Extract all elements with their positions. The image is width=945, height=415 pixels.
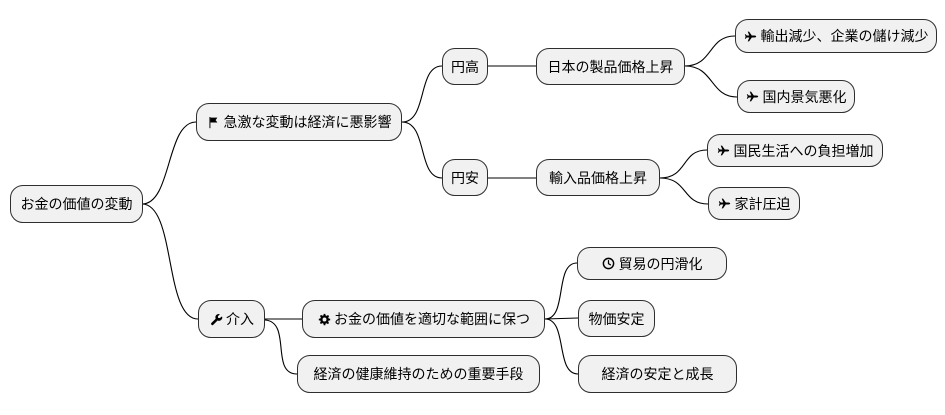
gear-icon bbox=[317, 312, 331, 326]
edge-root-impact bbox=[141, 121, 197, 205]
node-import-price: 輸入品価格上昇 bbox=[536, 159, 660, 196]
node-root: お金の価値の変動 bbox=[10, 185, 143, 223]
node-label: 急激な変動は経済に悪影響 bbox=[223, 115, 392, 131]
node-intervention: 介入 bbox=[198, 300, 265, 338]
flag-icon bbox=[207, 115, 221, 129]
node-label: 貿易の円滑化 bbox=[618, 256, 703, 273]
node-label: 円安 bbox=[451, 170, 479, 187]
node-domestic-recession: 国内景気悪化 bbox=[737, 80, 855, 113]
node-label: お金の価値を適切な範囲に保つ bbox=[334, 312, 530, 328]
node-label: 輸出減少、企業の儲け減少 bbox=[760, 29, 929, 45]
plane-icon bbox=[718, 197, 732, 211]
node-yen-high: 円高 bbox=[442, 48, 488, 85]
node-rapid-change-impact: 急激な変動は経済に悪影響 bbox=[196, 103, 402, 141]
node-trade-facilitation: 貿易の円滑化 bbox=[577, 247, 727, 280]
plane-icon bbox=[744, 29, 758, 43]
node-export-decline: 輸出減少、企業の儲け減少 bbox=[735, 19, 937, 53]
node-household-squeeze: 家計圧迫 bbox=[708, 187, 800, 220]
node-important-means: 経済の健康維持のための重要手段 bbox=[297, 355, 540, 393]
node-yen-low: 円安 bbox=[442, 159, 488, 196]
edge-importprice-burden bbox=[659, 149, 708, 179]
node-label: 日本の製品価格上昇 bbox=[547, 59, 674, 76]
edge-impact-yenlow bbox=[401, 121, 443, 179]
edge-japanprice-recession bbox=[684, 65, 738, 98]
node-label: 物価安定 bbox=[588, 311, 645, 328]
node-label: 国内景気悪化 bbox=[762, 89, 847, 106]
node-label: 経済の安定と成長 bbox=[601, 367, 714, 383]
node-label: 円高 bbox=[451, 59, 479, 76]
node-japan-product-price: 日本の製品価格上昇 bbox=[536, 48, 685, 85]
node-burden-increase: 国民生活への負担増加 bbox=[707, 134, 883, 167]
plane-icon bbox=[746, 90, 760, 104]
edge-japanprice-export bbox=[684, 35, 736, 67]
edge-root-intervention bbox=[141, 203, 199, 320]
node-price-stability: 物価安定 bbox=[578, 300, 655, 337]
node-keep-value-range: お金の価値を適切な範囲に保つ bbox=[302, 300, 545, 338]
node-label: 経済の健康維持のための重要手段 bbox=[313, 367, 524, 383]
node-label: 国民生活への負担増加 bbox=[733, 143, 874, 160]
edge-intervention-means bbox=[264, 319, 298, 375]
node-label: 介入 bbox=[226, 312, 254, 328]
edge-impact-yenhigh bbox=[401, 65, 443, 123]
edge-keepvalue-growth bbox=[544, 318, 579, 375]
node-label: お金の価値の変動 bbox=[20, 197, 133, 213]
clock-icon bbox=[602, 257, 616, 271]
edge-keepvalue-trade bbox=[544, 262, 578, 320]
wrench-icon bbox=[209, 312, 223, 326]
node-economic-growth: 経済の安定と成長 bbox=[578, 355, 737, 393]
plane-icon bbox=[717, 144, 731, 158]
node-label: 家計圧迫 bbox=[734, 196, 791, 213]
edge-keepvalue-price bbox=[544, 317, 579, 320]
edge-importprice-household bbox=[659, 177, 709, 205]
node-label: 輸入品価格上昇 bbox=[549, 170, 647, 187]
